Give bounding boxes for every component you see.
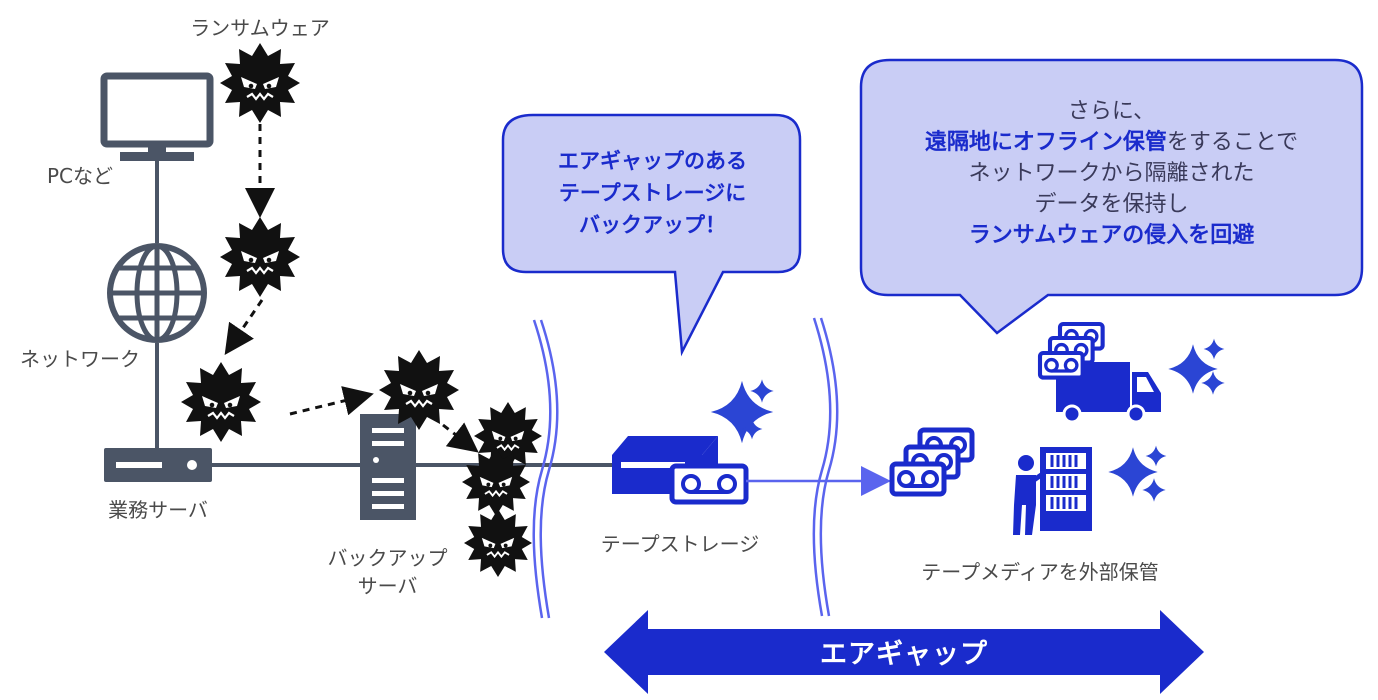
attack-arrows	[224, 124, 479, 453]
callout-right-line2-rest: をすることで	[1166, 130, 1299, 155]
globe-icon	[107, 243, 207, 343]
ransomware-label: ランサムウェア	[190, 16, 330, 40]
sparkle-icon	[1145, 445, 1167, 467]
pc-monitor-icon	[100, 72, 214, 161]
tape-storage-icon	[612, 436, 749, 505]
callout-left-text: エアギャップのある テープストレージに バックアップ！	[505, 145, 800, 241]
callout-left-line1: エアギャップのある	[558, 149, 747, 173]
backup-server-label-line2: サーバ	[357, 574, 418, 598]
callout-right-line5: ランサムウェアの侵入を回避	[863, 220, 1360, 251]
truck-icon	[1056, 362, 1161, 424]
tape-storage-label: テープストレージ	[600, 532, 760, 556]
pc-label: PCなど	[46, 164, 114, 188]
callout-right-bubble	[859, 58, 1364, 335]
sparkle-icon	[750, 379, 774, 403]
backup-server-label-line1: バックアップ	[327, 546, 448, 570]
business-server-label: 業務サーバ	[108, 498, 208, 522]
callout-right-text: さらに、 遠隔地にオフライン保管をすることで ネットワークから隔離された データ…	[863, 96, 1360, 251]
callout-right-line2-bold: 遠隔地にオフライン保管	[924, 130, 1167, 155]
business-server-icon	[104, 448, 212, 482]
callout-right-line1: さらに、	[1067, 99, 1156, 124]
airgap-double-arrow	[604, 610, 1204, 694]
callout-right-line2: 遠隔地にオフライン保管をすることで	[863, 127, 1360, 158]
sparkle-icon	[1201, 371, 1225, 395]
sparkle-icon	[1203, 338, 1225, 360]
tape-media-stack-icon	[892, 430, 972, 494]
airgap-separator-left	[532, 319, 559, 619]
person-storage-icon	[1013, 447, 1092, 535]
backup-server-icon	[360, 414, 416, 520]
callout-left-bubble	[501, 113, 802, 357]
callout-left-line2: テープストレージに	[558, 181, 747, 205]
sparkle-icon	[1142, 478, 1166, 502]
callout-left-line3: バックアップ！	[579, 213, 726, 237]
airgap-label: エアギャップ	[820, 639, 988, 670]
callout-right-line3: ネットワークから隔離された	[968, 161, 1255, 186]
callout-right-line5-bold: ランサムウェアの侵入を回避	[968, 223, 1255, 248]
network-label: ネットワーク	[20, 347, 140, 371]
callout-right-line4: データを保持し	[1034, 192, 1189, 217]
airgap-separator-right	[812, 317, 839, 617]
offsite-storage-label: テープメディアを外部保管	[921, 560, 1159, 584]
